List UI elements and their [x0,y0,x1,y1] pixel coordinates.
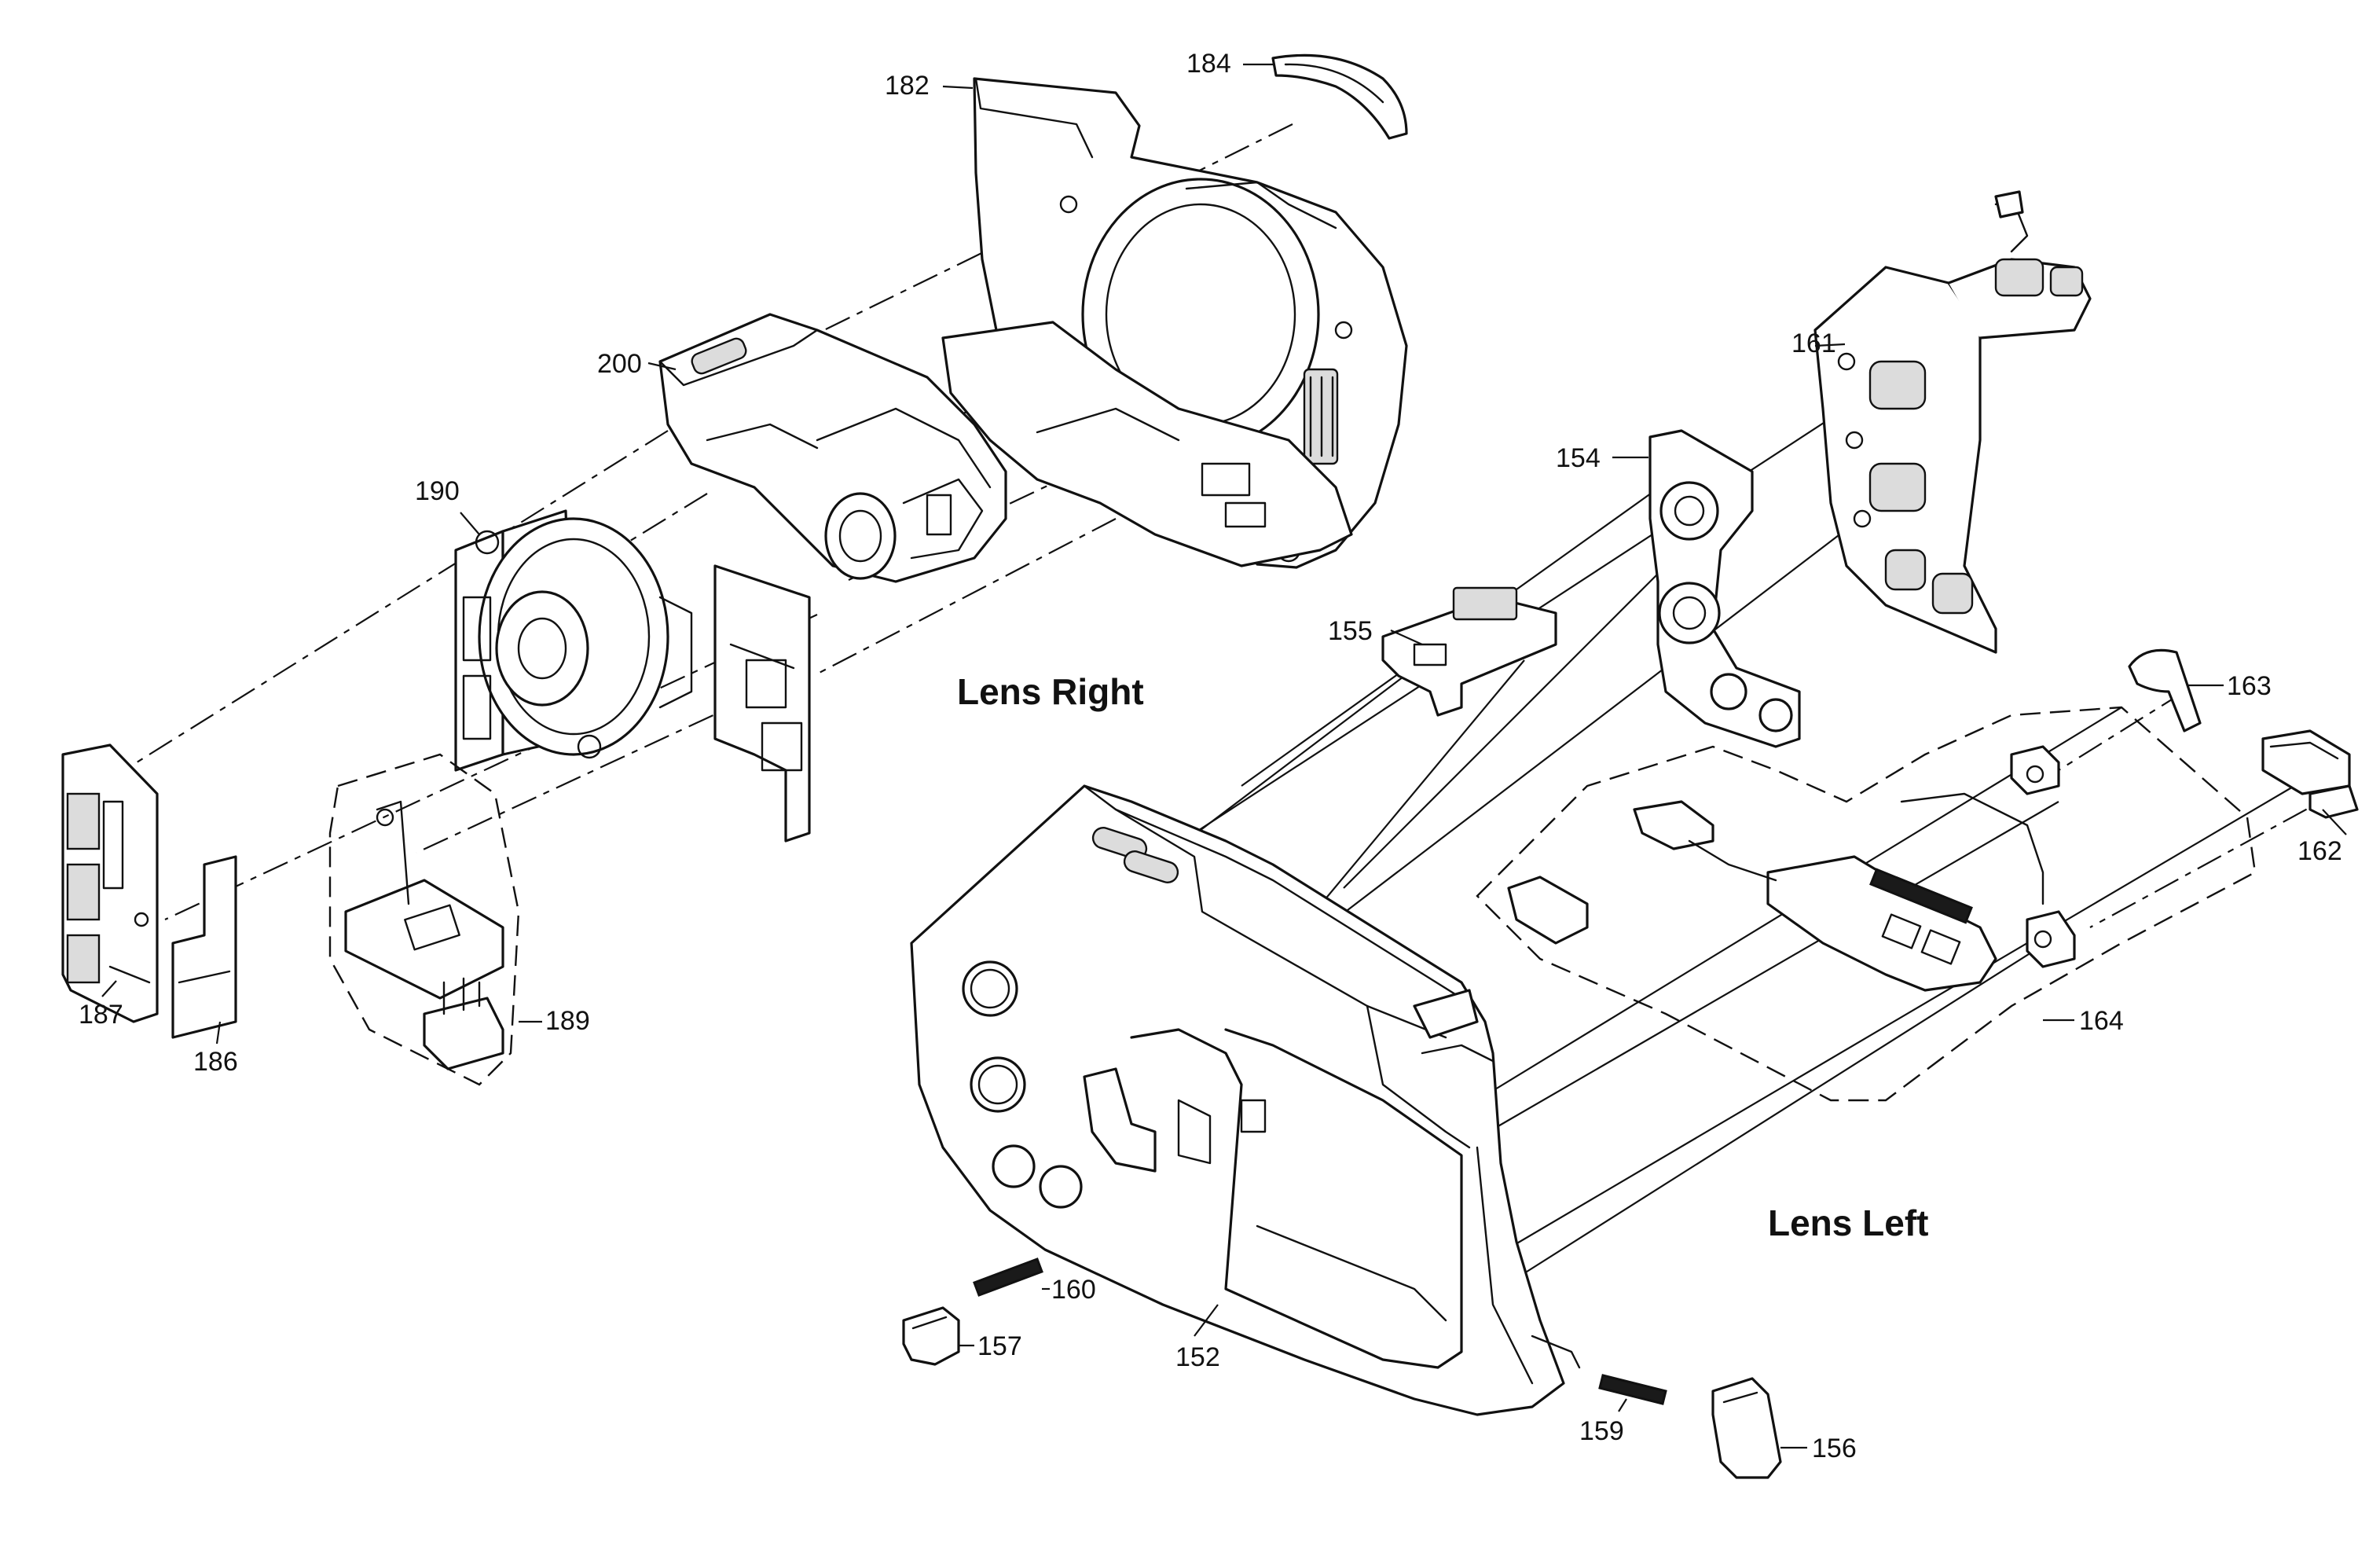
part-184-trim-cover [1271,53,1408,140]
part-186-flex-sheet [171,855,237,1039]
part-152-main-body [910,784,1581,1416]
label-187: 187 [79,1000,123,1030]
part-159-spring [1598,1374,1667,1405]
label-190: 190 [415,476,460,506]
label-164: 164 [2079,1006,2124,1036]
label-154: 154 [1556,443,1601,473]
side-labels: Lens Right Lens Left [957,671,1928,1243]
part-161-rear-panel [1813,190,2092,654]
part-200-lens-block [658,313,1007,583]
part-162-latch [2261,729,2359,819]
label-189: 189 [545,1006,590,1036]
lens-right-label: Lens Right [957,671,1144,712]
part-154-button-frame [1648,429,1801,748]
part-157-button-cap [902,1306,960,1366]
flex-ribbon [713,564,811,843]
part-164-group [1476,706,2257,1102]
leader-lines [101,63,2347,1449]
label-157: 157 [977,1331,1022,1361]
part-156-button-cap [1711,1377,1782,1479]
part-160-spring [973,1257,1043,1297]
part-189-group [328,753,520,1086]
label-161: 161 [1791,329,1836,358]
part-190-lens-barrel [454,509,693,772]
label-162: 162 [2297,836,2342,866]
part-155-switch [1381,586,1557,717]
label-156: 156 [1812,1434,1857,1463]
part-163-clip [2128,648,2202,732]
label-155: 155 [1328,616,1373,646]
label-163: 163 [2227,671,2272,701]
label-152: 152 [1175,1342,1220,1372]
lens-left-label: Lens Left [1768,1202,1928,1243]
label-159: 159 [1579,1416,1624,1446]
label-160: 160 [1051,1275,1096,1305]
label-200: 200 [597,349,642,379]
label-186: 186 [193,1047,238,1077]
part-187-circuit-board [61,743,159,1023]
part-number-labels: 182 184 200 190 154 155 161 163 162 164 … [79,49,2342,1463]
label-184: 184 [1186,49,1231,79]
label-182: 182 [885,71,930,101]
inner-chassis-plate [941,321,1353,567]
